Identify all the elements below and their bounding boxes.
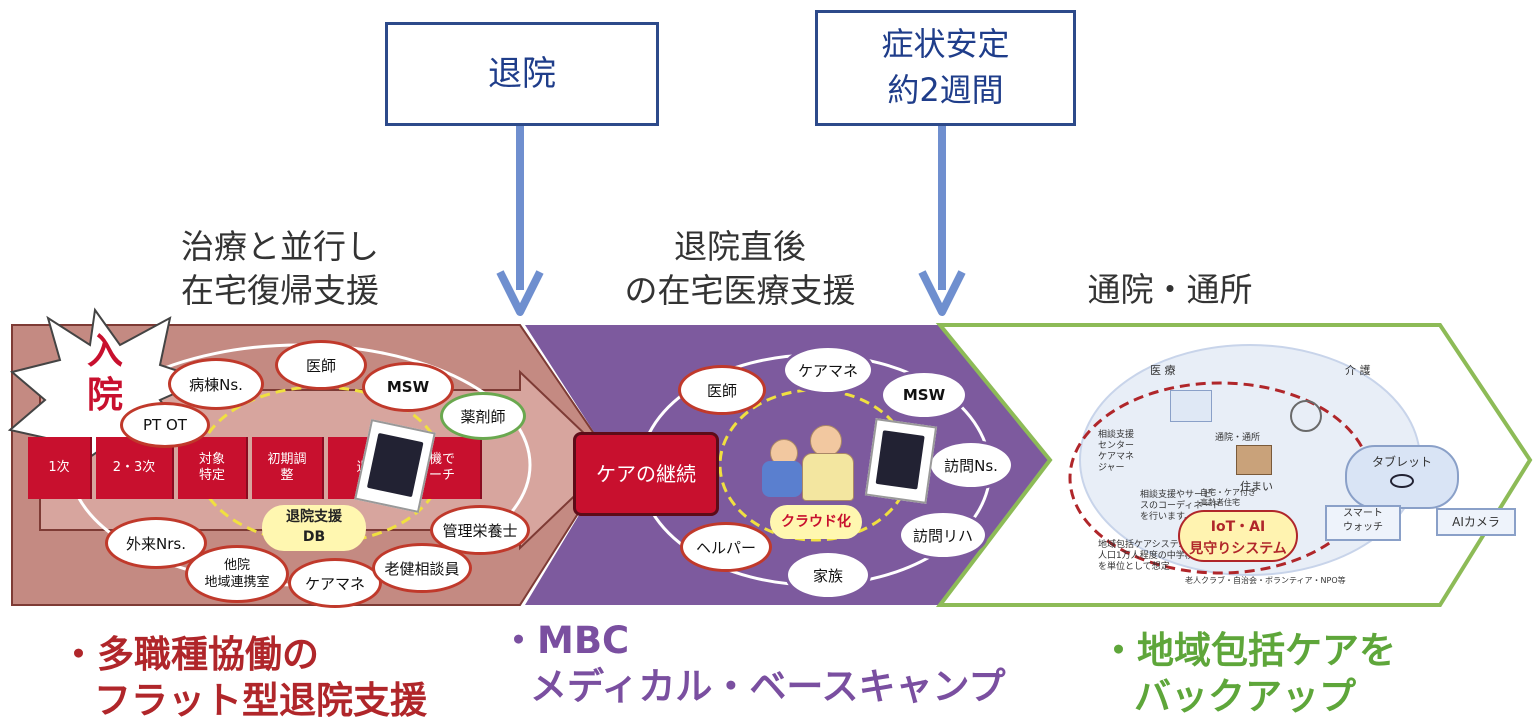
care-patient-illustration <box>762 425 862 501</box>
bottom-right-caption: ・地域包括ケアを バックアップ <box>1100 628 1396 720</box>
phase2-role-helper: ヘルパー <box>680 522 772 572</box>
phase2-role-care-manager: ケアマネ <box>782 345 874 395</box>
role-nutritionist: 管理栄養士 <box>430 505 530 555</box>
phase2-role-doctor: 医師 <box>678 365 766 415</box>
senior-club-label: 老人クラブ・自治会・ボランティア・NPO等 <box>1185 576 1346 585</box>
care-continuation-box: ケアの継続 <box>573 432 719 516</box>
role-msw: MSW <box>362 362 454 412</box>
db-line2: DB <box>302 529 326 545</box>
role-pharmacist: 薬剤師 <box>440 392 526 440</box>
role-other-hospital: 他院 地域連携室 <box>185 545 289 603</box>
iot-line1: IoT・AI <box>1210 519 1266 535</box>
step-target-identification: 対象 特定 <box>178 437 248 499</box>
role-pt-ot: PT OT <box>120 402 210 448</box>
care-at-home-label: 自宅・ケア付き 高齢者住宅 <box>1200 488 1256 507</box>
phase2-role-visiting-rehab: 訪問リハ <box>898 510 988 560</box>
admission-label: 入 院 <box>75 330 135 418</box>
step-initial-coordination: 初期調 整 <box>252 437 324 499</box>
role-outpatient-nurse: 外来Nrs. <box>105 517 207 569</box>
tablet-label: タブレット <box>1371 455 1432 469</box>
phase1-heading-line1: 治療と並行し <box>181 227 379 266</box>
phase2-role-visiting-nurse: 訪問Ns. <box>928 440 1014 490</box>
bottom-right-line1: ・地域包括ケアを <box>1100 629 1396 672</box>
eye-icon <box>1390 474 1414 488</box>
phase2-tablet-image <box>864 418 938 504</box>
bottom-mid-caption: ・MBC メディカル・ベースキャンプ <box>500 618 1005 710</box>
symptom-stable-line2: 約2週間 <box>887 71 1004 109</box>
phase2-role-family: 家族 <box>785 550 871 600</box>
symptom-stable-box: 症状安定 約2週間 <box>815 10 1076 126</box>
bottom-mid-line1: ・MBC <box>500 619 630 662</box>
bottom-left-caption: ・多職種協働の フラット型退院支援 <box>60 632 427 724</box>
smartwatch-device: スマート ウォッチ <box>1325 505 1401 541</box>
tablet-device: タブレット <box>1345 445 1459 509</box>
admission-line2: 院 <box>86 375 123 416</box>
phase2-heading: 退院直後 の在宅医療支援 <box>590 225 890 313</box>
cloud-label: クラウド化 <box>770 505 862 539</box>
step-primary: 1次 <box>28 437 92 499</box>
symptom-stable-line1: 症状安定 <box>881 25 1010 63</box>
role-ward-nurse: 病棟Ns. <box>168 358 264 410</box>
medical-header: 医 療 <box>1150 364 1176 377</box>
consultation-center-note: 相談支援 センター ケアマネ ジャー <box>1098 430 1135 473</box>
role-doctor: 医師 <box>275 340 367 390</box>
role-rehab-counselor: 老健相談員 <box>372 543 472 593</box>
phase1-heading-line2: 在宅復帰支援 <box>181 271 379 310</box>
role-care-manager: ケアマネ <box>288 558 382 608</box>
iot-line2: 見守りシステム <box>1189 541 1287 557</box>
house-illustration <box>1236 445 1272 475</box>
discharge-box: 退院 <box>385 22 659 126</box>
phase2-heading-line1: 退院直後 <box>674 227 806 266</box>
arrow-discharge-head <box>496 270 544 316</box>
phase1-heading: 治療と並行し 在宅復帰支援 <box>145 225 415 313</box>
bottom-left-line1: ・多職種協働の <box>60 633 319 676</box>
db-line1: 退院支援 <box>286 509 342 525</box>
discharge-support-db: 退院支援 DB <box>262 505 366 551</box>
phase3-heading: 通院・通所 <box>1087 270 1253 309</box>
wheelchair-illustration <box>1290 400 1322 432</box>
ai-camera-device: AIカメラ <box>1436 508 1516 536</box>
arrow-stable-head <box>918 270 966 316</box>
phase2-role-msw: MSW <box>880 370 968 420</box>
phase2-heading-line2: の在宅医療支援 <box>624 271 856 310</box>
admission-line1: 入 <box>86 331 123 372</box>
hospital-illustration <box>1170 390 1212 422</box>
iot-ai-watch-system: IoT・AI 見守りシステム <box>1178 510 1298 562</box>
bottom-right-line2: バックアップ <box>1134 675 1356 718</box>
coordination-note: 相談支援やサービ スのコーディネート を行います。 <box>1140 490 1221 522</box>
visit-label: 通院・通所 <box>1215 433 1261 443</box>
nursing-care-header: 介 護 <box>1345 364 1371 377</box>
home-label: 住まい <box>1240 480 1273 493</box>
bottom-left-line2: フラット型退院支援 <box>94 679 427 722</box>
discharge-label: 退院 <box>488 54 556 94</box>
community-care-note: 地域包括ケアシステム 人口1万人程度の中学校区 を単位として想定 <box>1098 540 1203 572</box>
bottom-mid-line2: メディカル・ベースキャンプ <box>530 665 1006 708</box>
